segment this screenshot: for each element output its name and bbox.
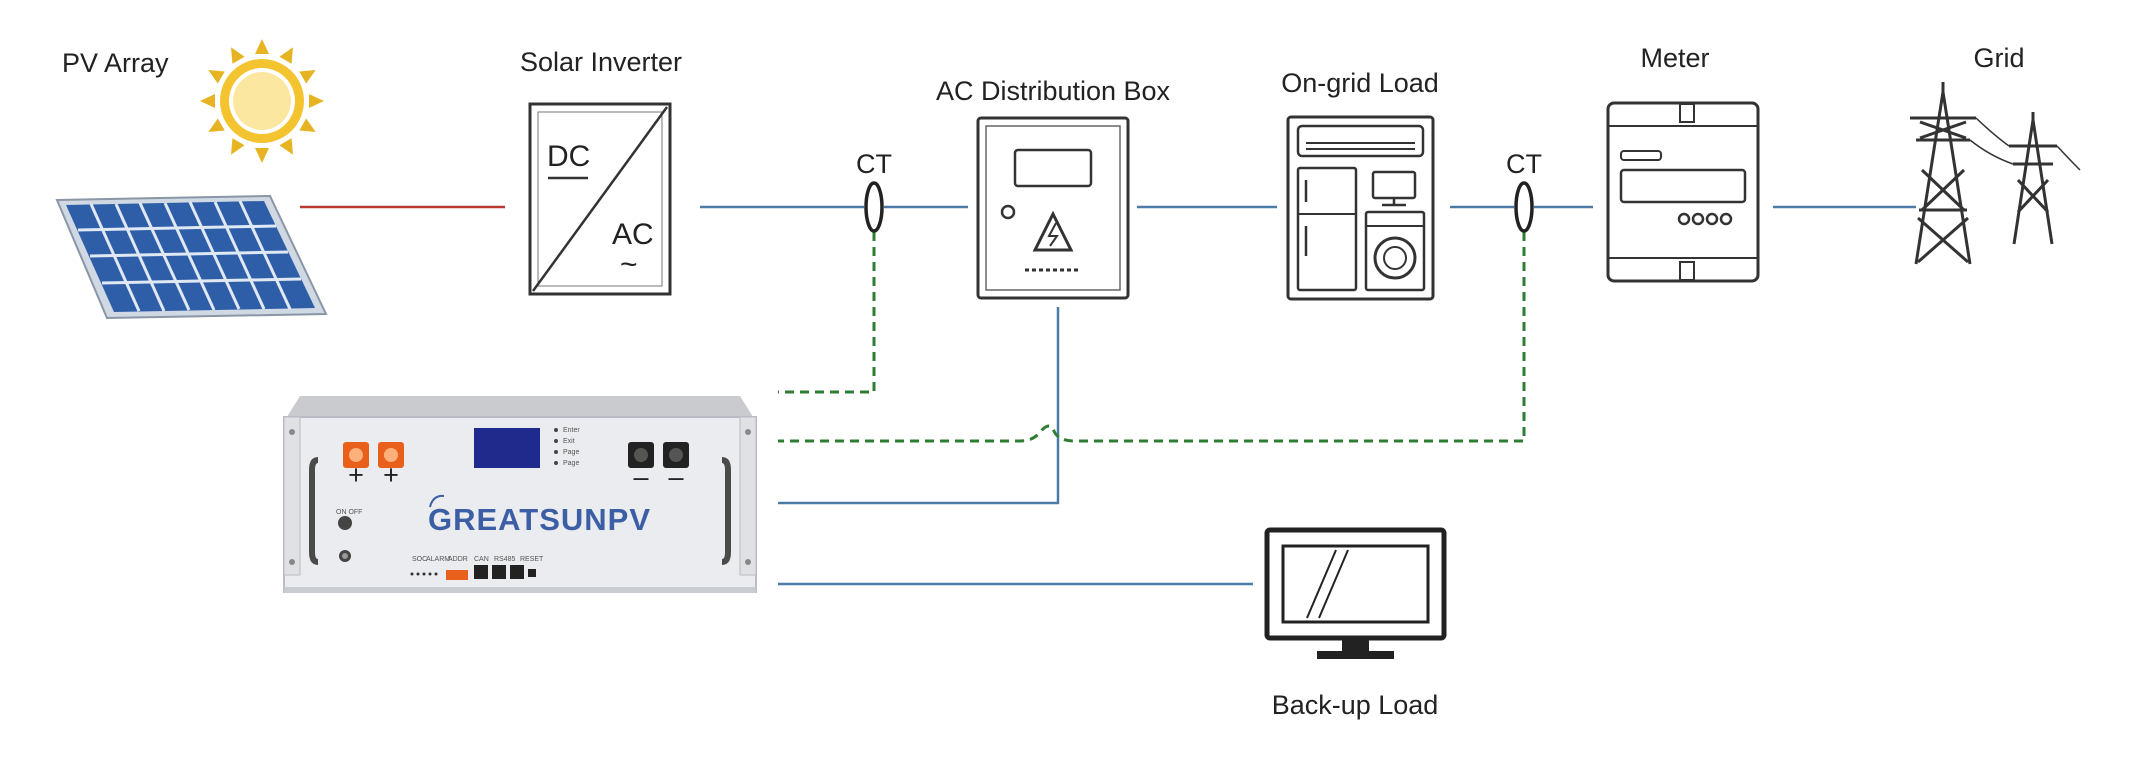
washing-machine-icon <box>1364 210 1426 292</box>
ac-line-box-to-battery <box>778 307 1060 505</box>
on-grid-load-label: On-grid Load <box>1281 68 1439 98</box>
inverter-ac-symbol: ~ <box>620 248 638 281</box>
pv-array-label: PV Array <box>62 48 169 78</box>
comm-line-ct-left <box>778 232 876 394</box>
battery-port-label: CAN <box>474 556 489 563</box>
battery-plus-terminal-left: + <box>348 460 364 490</box>
monitor-icon <box>1264 527 1447 659</box>
solar-panel-icon <box>55 194 328 320</box>
connection-lines <box>300 205 1916 586</box>
backup-load-label: Back-up Load <box>1272 690 1439 720</box>
computer-icon <box>1371 170 1417 207</box>
battery-plus-terminal-right: + <box>383 460 399 490</box>
grid-label: Grid <box>1973 43 2024 73</box>
battery-indicator-label: Page <box>563 449 579 456</box>
battery-brand-logo: GREATSUNPV <box>428 502 651 537</box>
ct-right-label: CT <box>1506 149 1542 179</box>
energy-meter-icon <box>1606 101 1760 283</box>
battery-indicator-label: Page <box>563 460 579 467</box>
inverter-dc-label: DC <box>547 140 590 173</box>
solar-inverter-label: Solar Inverter <box>520 47 682 77</box>
battery-minus-terminal-right: – <box>668 462 683 492</box>
sun-icon <box>200 39 324 163</box>
battery-on-off-label: ON OFF <box>336 509 362 516</box>
comm-line-ct-right <box>778 232 1526 443</box>
meter-label: Meter <box>1640 43 1709 73</box>
battery-minus-terminal-left: – <box>633 462 648 492</box>
on-grid-load-icon <box>1286 115 1435 301</box>
ct-left-label: CT <box>856 149 892 179</box>
battery-port-label: RESET <box>520 556 544 563</box>
battery-port-label: RS485 <box>494 556 516 563</box>
distribution-box-icon <box>976 116 1130 300</box>
battery-rack-icon <box>283 396 757 593</box>
refrigerator-icon <box>1296 166 1358 292</box>
battery-port-label: ADDR <box>448 556 468 563</box>
battery-port-label: SOC <box>412 556 427 563</box>
battery-port-label: ALARM <box>426 556 450 563</box>
ct-clamp-icon <box>864 181 884 233</box>
ct-clamp-icon <box>1514 181 1534 233</box>
transmission-tower-icon <box>1910 82 2081 265</box>
inverter-ac-label: AC <box>612 218 654 251</box>
inverter-icon <box>528 102 672 296</box>
battery-indicator-label: Exit <box>563 438 575 445</box>
battery-indicator-label: Enter <box>563 427 580 434</box>
ac-distribution-box-label: AC Distribution Box <box>936 76 1171 106</box>
air-conditioner-icon <box>1296 124 1425 158</box>
